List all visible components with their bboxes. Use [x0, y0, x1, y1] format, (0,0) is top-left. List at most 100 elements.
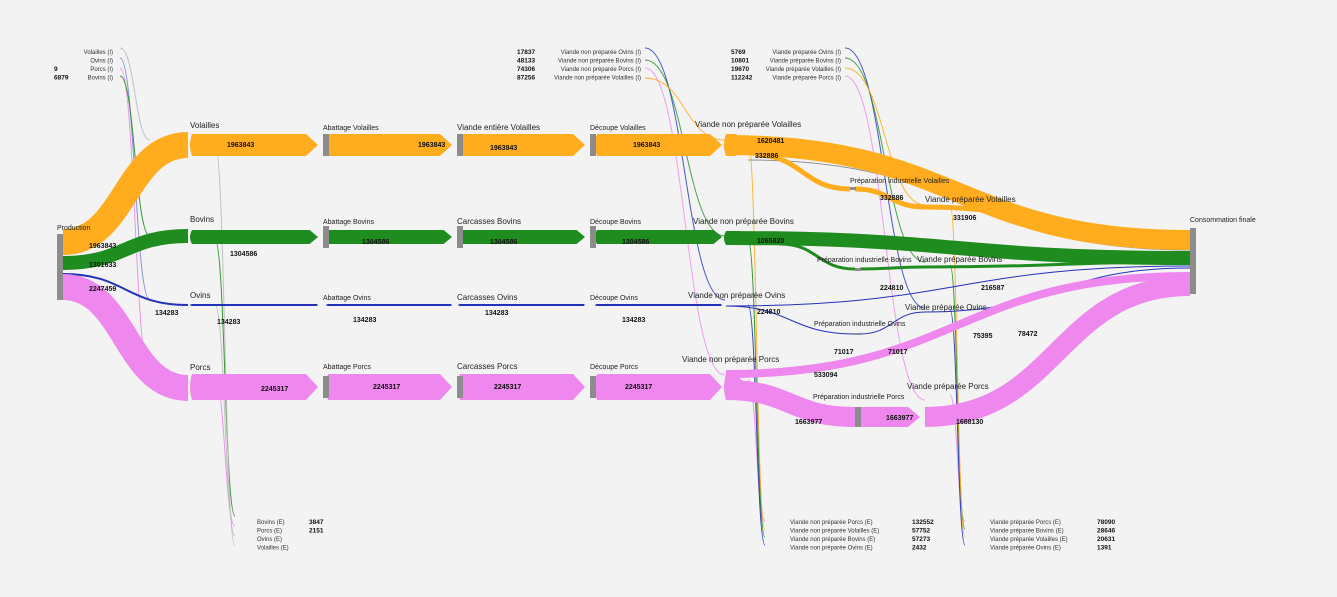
link-vp-volailles-import [844, 67, 926, 206]
value-vnp-porcs-pi: 1663977 [795, 419, 822, 426]
value-vp-volailles-cons: 331906 [953, 215, 976, 222]
label-abattage-porcs: Abattage Porcs [323, 364, 371, 371]
value-pi-ovins-a: 71017 [834, 349, 854, 356]
import-vp-value-3: 112242 [731, 75, 753, 82]
export-left-label-0: Bovins (E) [257, 520, 285, 526]
link-vnp-porcs-pi [725, 380, 856, 427]
nodes-layer [57, 134, 1196, 427]
label-vp-ovins: Viande préparée Ovins [905, 303, 987, 312]
export-vnp-label-0: Viande non préparée Porcs (E) [790, 520, 873, 526]
value-porcs-1: 2245317 [373, 384, 400, 391]
value-ovins-0: 134283 [217, 319, 240, 326]
export-vp-value-2: 20631 [1097, 536, 1115, 543]
value-volailles-2: 1963843 [490, 145, 517, 152]
link-volailles-3 [595, 134, 722, 156]
label-vp-bovins: Viande préparée Bovins [917, 255, 1002, 264]
node-stage-2-0 [323, 376, 329, 398]
label-carcasses-ovins: Carcasses Ovins [457, 293, 517, 302]
value-pi-ovins-b: 71017 [888, 349, 908, 356]
label-pi-ovins: Préparation industrielle Ovins [814, 321, 906, 328]
node-pi-volailles [850, 187, 856, 190]
label-viande-entiere-volailles: Viande entière Volailles [457, 123, 540, 132]
value-vp-ovins-a: 75395 [973, 333, 993, 340]
label-pi-bovins: Préparation industrielle Bovins [817, 257, 912, 264]
link-porcs-arrow-end [724, 374, 748, 400]
link-pi-porcs-vp [858, 407, 920, 427]
link-vp-volailles-export [949, 204, 966, 538]
node-pi-bovins [855, 268, 861, 271]
import-left-value-3: 6879 [54, 75, 69, 82]
link-porcs-1 [326, 374, 452, 400]
import-left-label-3: Bovins (I) [88, 76, 113, 82]
link-volailles-2 [458, 134, 585, 156]
link-bovins-import [119, 75, 151, 237]
value-porcs-3: 2245317 [625, 384, 652, 391]
label-consommation: Consommation finale [1190, 217, 1256, 224]
link-vnp-porcs-consommation [725, 272, 1191, 378]
link-pi-volailles-vp [854, 186, 926, 210]
import-vp-label-1: Viande préparée Bovins (I) [770, 59, 841, 65]
link-pi-bovins-vp [859, 265, 926, 271]
import-vnp-value-1: 48133 [517, 58, 535, 65]
value-vnp-volailles-cons: 1620481 [757, 138, 784, 145]
link-volailles-arrow-end [724, 134, 748, 156]
link-vp-porcs-consommation [924, 276, 1191, 427]
node-stage-0-2 [590, 134, 596, 156]
export-vp-value-0: 78090 [1097, 519, 1115, 526]
label-abattage-bovins: Abattage Bovins [323, 219, 374, 226]
value-prod-porcs: 2247459 [89, 286, 116, 293]
label-vp-porcs: Viande préparée Porcs [907, 382, 989, 391]
label-porcs: Porcs [190, 363, 210, 372]
value-ovins-3: 134283 [622, 317, 645, 324]
label-pi-volailles: Préparation industrielle Volailles [850, 178, 950, 185]
export-vp-label-3: Viande préparée Ovins (E) [990, 546, 1061, 552]
label-decoupe-ovins: Découpe Ovins [590, 295, 638, 302]
link-vp-volailles-consommation [924, 204, 1191, 249]
link-bovins-2 [458, 230, 585, 244]
link-vp-bovins-consommation [924, 260, 1191, 269]
value-prod-bovins: 1301633 [89, 262, 116, 269]
value-vnp-porcs-cons: 533094 [814, 372, 837, 379]
import-vnp-label-3: Viande non préparée Volailles (I) [554, 76, 641, 82]
label-pi-porcs: Préparation industrielle Porcs [813, 394, 905, 401]
link-volailles-1 [326, 134, 452, 156]
label-volailles: Volailles [190, 121, 219, 130]
value-pi-porcs-vp: 1663977 [886, 415, 913, 422]
value-vnp-volailles-pi: 332886 [755, 153, 778, 160]
export-vnp-value-0: 132552 [912, 519, 934, 526]
link-vnp-ovins-consommation [725, 265, 1191, 307]
link-ovins-3 [595, 304, 722, 306]
node-stage-1-2 [590, 226, 596, 248]
link-bovins-0 [190, 230, 318, 244]
node-stage-2-1 [457, 376, 463, 398]
label-vnp-volailles: Viande non préparée Volailles [695, 120, 801, 129]
link-production-ovins [62, 273, 189, 306]
link-bovins-1 [326, 230, 452, 244]
value-bovins-1: 1304586 [362, 239, 389, 246]
label-carcasses-bovins: Carcasses Bovins [457, 217, 521, 226]
import-left-label-1: Ovins (I) [90, 59, 113, 65]
label-decoupe-bovins: Découpe Bovins [590, 219, 641, 226]
value-ovins-2: 134283 [485, 310, 508, 317]
link-production-bovins [62, 229, 189, 270]
link-vnp-porcs-import [644, 67, 726, 376]
links-layer [61, 47, 1191, 547]
import-left-value-2: 9 [54, 66, 58, 73]
node-production [57, 234, 63, 300]
link-vnp-volailles-import [644, 77, 726, 141]
link-vnp-volailles-pi [754, 152, 851, 192]
value-vnp-ovins-pi: 224810 [757, 309, 780, 316]
link-production-porcs [61, 274, 190, 401]
node-stage-1-1 [457, 226, 463, 248]
label-bovins: Bovins [190, 215, 214, 224]
node-consommation [1190, 228, 1196, 294]
value-porcs-2: 2245317 [494, 384, 521, 391]
link-ovins-2 [458, 304, 585, 306]
node-pi-ovins [855, 333, 861, 335]
node-stage-0-0 [323, 134, 329, 156]
import-left-label-0: Volailles (I) [84, 50, 113, 56]
value-pi-volailles-vp: 332886 [880, 195, 903, 202]
value-vp-porcs-cons: 1688130 [956, 419, 983, 426]
export-vnp-value-3: 2432 [912, 545, 927, 552]
import-vnp-label-2: Viande non préparée Porcs (I) [561, 67, 641, 73]
